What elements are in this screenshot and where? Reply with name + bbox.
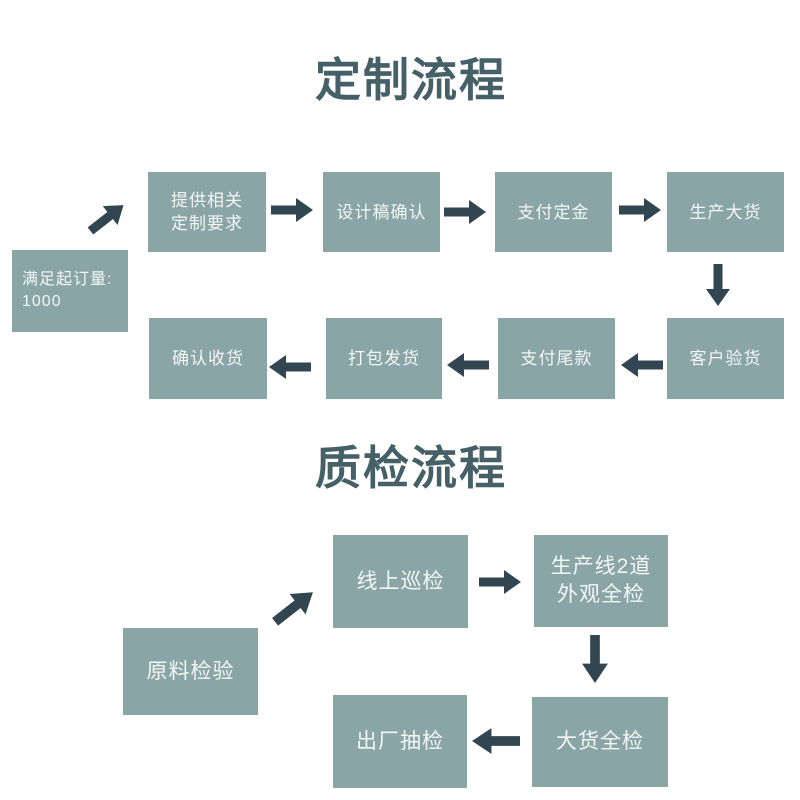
flow-step-pay-deposit: 支付定金 [495,172,612,252]
qc-flow-title: 质检流程 [315,442,507,494]
flow-step-online-patrol-inspection: 线上巡检 [333,535,468,628]
flow-step-min-order: 满足起订量: 1000 [12,250,128,332]
arrow-right-icon [271,198,313,222]
arrow-down-icon [582,635,608,683]
arrow-left-icon [472,728,520,754]
flow-step-factory-sampling-inspection: 出厂抽检 [333,695,467,788]
flow-step-bulk-production: 生产大货 [667,172,784,252]
flow-step-raw-material-inspection: 原料检验 [123,628,258,715]
flow-step-customer-inspection: 客户验货 [667,318,784,399]
flow-step-line-appearance-inspection: 生产线2道 外观全检 [534,535,668,627]
flow-step-design-confirm: 设计稿确认 [323,172,440,252]
arrow-down-icon [706,264,730,306]
arrow-up-right-icon [272,592,313,626]
flow-step-bulk-full-inspection: 大货全检 [532,697,668,787]
arrow-left-icon [621,353,663,377]
arrow-right-icon [479,570,521,594]
arrow-left-icon [447,353,489,377]
arrow-left-icon [269,355,311,379]
flow-step-confirm-receipt: 确认收货 [149,318,267,399]
custom-flow-title: 定制流程 [315,54,507,106]
arrow-right-icon [619,198,661,222]
flow-step-pay-balance: 支付尾款 [498,318,615,399]
flow-step-pack-ship: 打包发货 [326,318,442,399]
flow-step-provide-requirements: 提供相关 定制要求 [148,172,266,252]
arrow-up-right-icon [87,205,124,235]
arrow-right-icon [444,200,486,224]
